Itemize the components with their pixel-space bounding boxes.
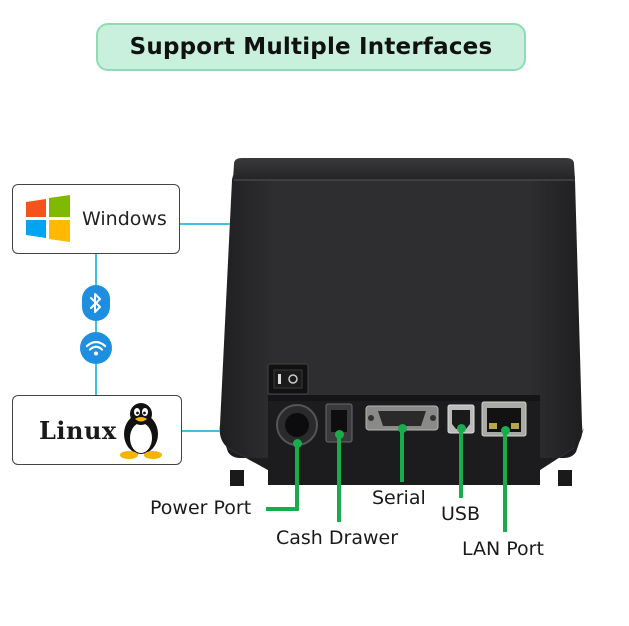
power-port-line-h [266,507,299,511]
windows-box: Windows [12,184,180,254]
lan-line [503,430,507,532]
cash-drawer-line [337,434,341,522]
linux-connector [180,430,220,432]
linux-box: Linux [12,395,182,465]
windows-connector [180,223,230,225]
serial-label: Serial [372,487,426,509]
usb-label: USB [441,503,481,525]
wifi-icon [80,332,112,364]
vertical-connector [95,254,97,395]
windows-logo-icon [23,194,73,244]
page-title: Support Multiple Interfaces [96,23,526,71]
bluetooth-icon [82,285,110,321]
power-port-label: Power Port [150,497,252,519]
tux-penguin-icon [119,403,162,459]
printer-lid [233,158,575,180]
usb-line [459,428,463,498]
cash-drawer-label: Cash Drawer [276,527,399,549]
power-port-line-v [295,443,299,510]
lan-port-label: LAN Port [462,538,544,560]
linux-label: Linux [39,415,117,445]
page-title-text: Support Multiple Interfaces [129,34,493,60]
windows-label: Windows [82,208,167,230]
serial-line [400,428,404,482]
